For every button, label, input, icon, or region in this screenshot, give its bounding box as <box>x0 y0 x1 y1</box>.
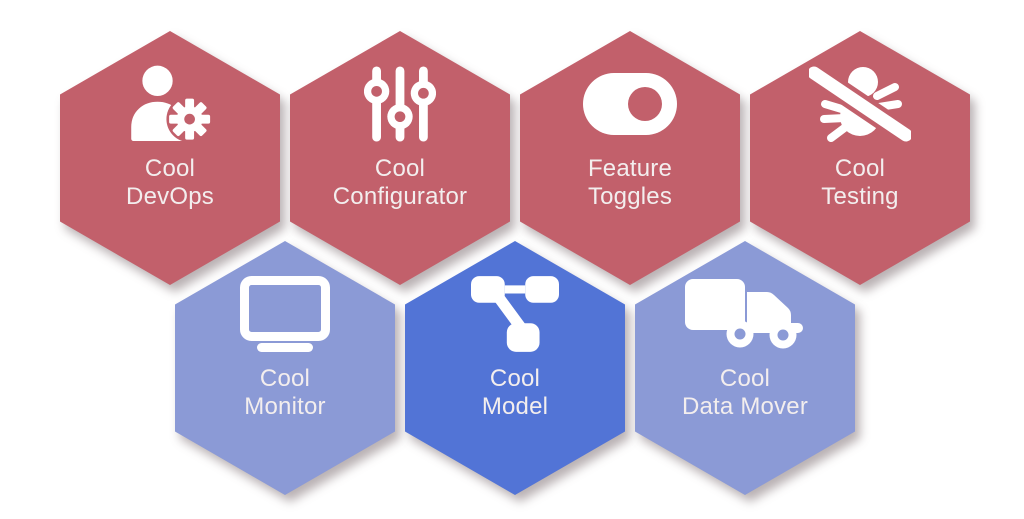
hexagon-shape <box>405 241 625 495</box>
hex-cool-monitor: Cool Monitor <box>175 241 395 495</box>
hex-cool-data-mover: Cool Data Mover <box>635 241 855 495</box>
hex-cool-model: Cool Model <box>405 241 625 495</box>
hexagon-shape <box>635 241 855 495</box>
hexagon-shape <box>175 241 395 495</box>
